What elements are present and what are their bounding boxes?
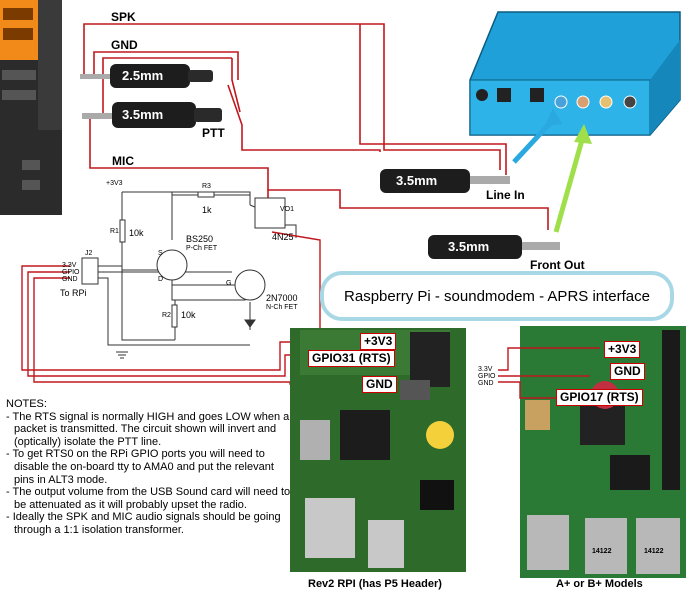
note-item: - The output volume from the USB Sound c… — [6, 486, 291, 511]
rpi-right-gpio-tag: GPIO17 (RTS) — [556, 389, 643, 406]
n7000-type: N-Ch FET — [266, 304, 298, 311]
rpi-bplus-board — [520, 326, 686, 578]
usb-sound-card — [469, 11, 681, 136]
line-in-arrow — [512, 108, 562, 164]
vcc-label: +3V3 — [106, 180, 123, 187]
ptt-label: PTT — [202, 126, 225, 140]
rpi-left-3v3-tag: +3V3 — [360, 333, 397, 350]
vo1-label: VO1 — [280, 206, 295, 213]
plug-3-5mm-line-in — [380, 169, 510, 193]
usb-port-a-label: 14122 — [592, 548, 612, 555]
rpi-right-mini-gnd: GND — [478, 380, 494, 387]
plug-3-5mm-top — [82, 102, 222, 128]
rpi-left-gnd-tag: GND — [362, 376, 397, 393]
usb-port-b-label: 14122 — [644, 548, 664, 555]
r1-value: 10k — [129, 228, 144, 238]
n7000-label: 2N7000 — [266, 293, 298, 303]
notes-heading: NOTES: — [6, 398, 47, 410]
j2-pin-33: 3.3V — [62, 262, 77, 269]
spk-label: SPK — [111, 10, 136, 24]
note-item: - The RTS signal is normally HIGH and go… — [6, 410, 290, 448]
audio-wires — [83, 23, 549, 230]
note-item: - Ideally the SPK and MIC audio signals … — [6, 511, 281, 536]
r2-value: 10k — [181, 310, 196, 320]
bs250-pin-d: D — [158, 276, 164, 283]
n7000-pin-g: G — [226, 280, 232, 287]
to-rpi-label: To RPi — [60, 288, 87, 298]
ptt-schematic — [81, 191, 297, 359]
handheld-radio — [0, 0, 62, 215]
mic-label: MIC — [112, 154, 134, 168]
bs250-label: BS250 — [186, 234, 214, 244]
rpi-right-3v3-tag: +3V3 — [604, 341, 641, 358]
r2-label: R2 — [162, 312, 171, 319]
rpi-left-gpio-tag: GPIO31 (RTS) — [308, 350, 395, 367]
rpi-right-gnd-tag: GND — [610, 363, 645, 380]
plug-line-in-label: 3.5mm — [396, 173, 438, 188]
front-out-arrow — [553, 124, 592, 233]
j2-pin-gpio: GPIO — [62, 269, 80, 276]
bs250-type: P-Ch FET — [186, 245, 218, 252]
r1-label: R1 — [110, 228, 119, 235]
front-out-label: Front Out — [530, 258, 585, 272]
bs250-pin-s: S — [158, 250, 163, 257]
rpi-right-mini-33: 3.3V — [478, 366, 493, 373]
opto-label: 4N25 — [272, 232, 294, 242]
j2-label: J2 — [85, 250, 93, 257]
notes-block: NOTES: - The RTS signal is normally HIGH… — [6, 398, 291, 537]
plug-front-out-label: 3.5mm — [448, 239, 490, 254]
plug-3-5mm-top-label: 3.5mm — [122, 107, 164, 122]
j2-pin-gnd: GND — [62, 276, 78, 283]
line-in-label: Line In — [486, 188, 525, 202]
diagram-title: Raspberry Pi - soundmodem - APRS interfa… — [320, 271, 674, 321]
gnd-label: GND — [111, 38, 138, 52]
plug-2-5mm — [80, 64, 213, 88]
r3-label: R3 — [202, 183, 211, 190]
rpi-right-caption: A+ or B+ Models — [556, 578, 643, 590]
rpi-right-mini-gpio: GPIO — [478, 373, 496, 380]
plug-3-5mm-front-out — [428, 235, 560, 259]
notes-list: - The RTS signal is normally HIGH and go… — [6, 411, 291, 537]
rpi-rev2-board — [290, 328, 466, 572]
rpi-bplus-wires — [498, 347, 600, 399]
note-item: - To get RTS0 on the RPi GPIO ports you … — [6, 448, 274, 486]
r3-value: 1k — [202, 205, 212, 215]
plug-2-5mm-label: 2.5mm — [122, 68, 164, 83]
rpi-left-caption: Rev2 RPI (has P5 Header) — [308, 578, 442, 590]
